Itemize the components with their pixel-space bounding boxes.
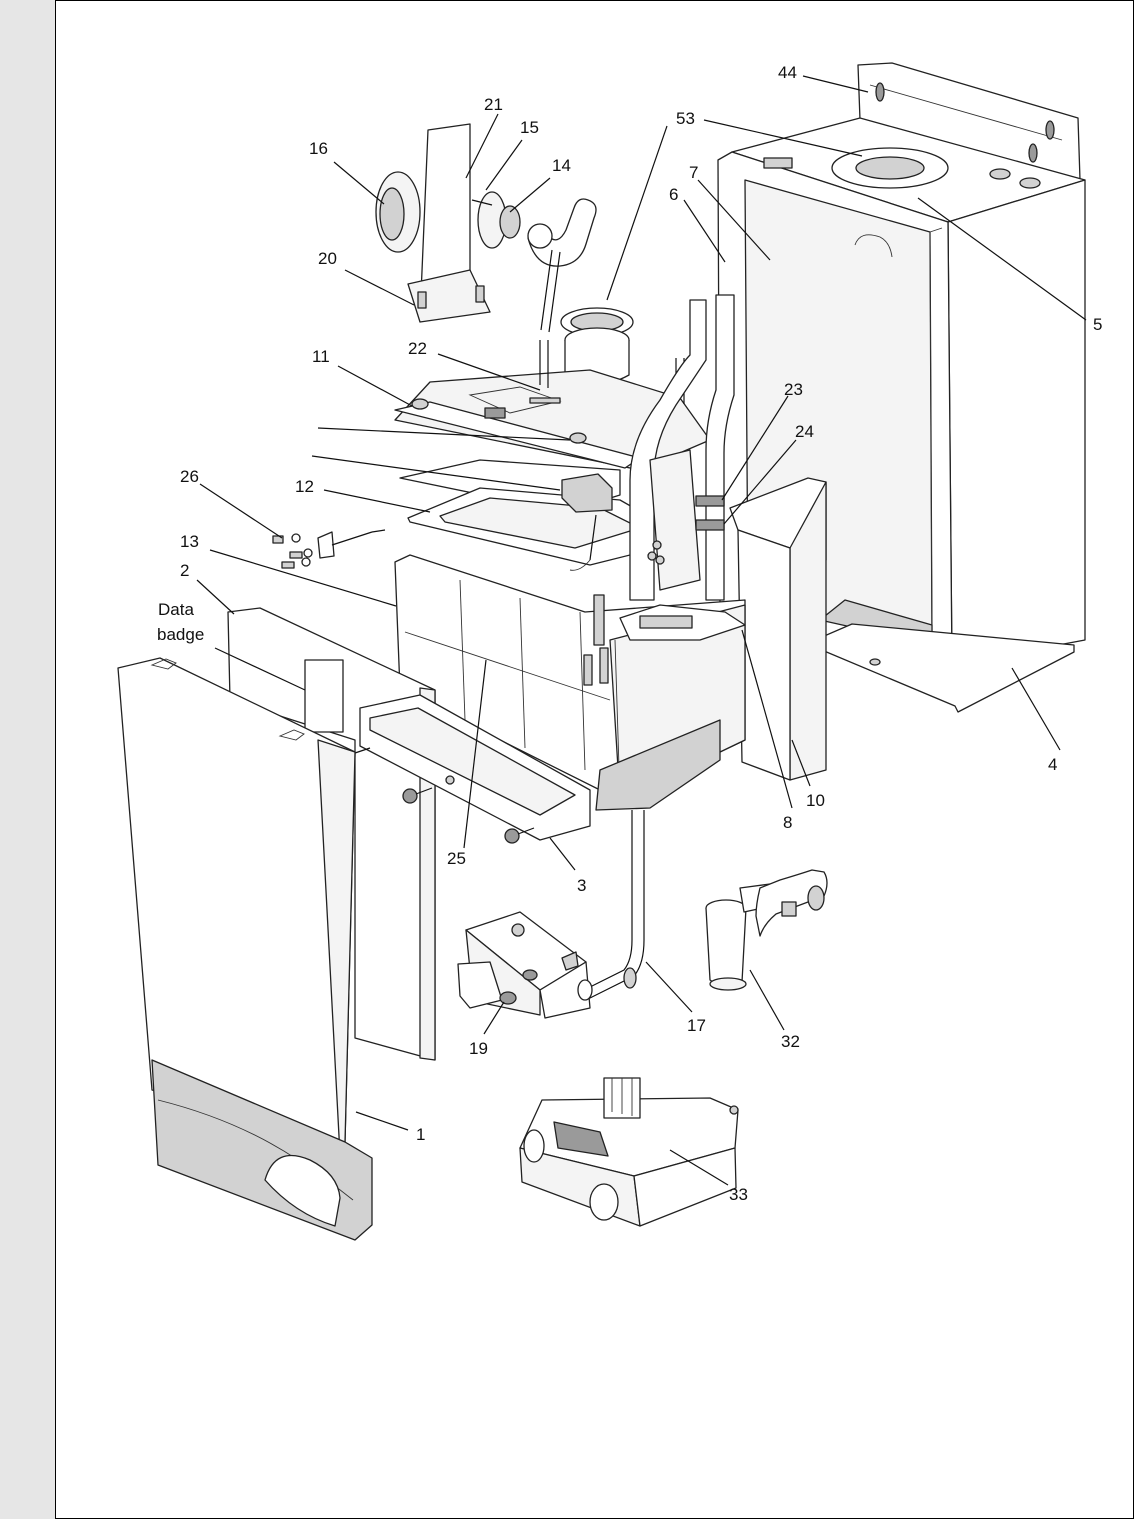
control-box <box>519 1077 739 1227</box>
label-26: 26 <box>180 467 199 486</box>
label-6: 6 <box>669 185 678 204</box>
label-20: 20 <box>318 249 337 268</box>
label-10: 10 <box>806 791 825 810</box>
label-7: 7 <box>689 163 698 182</box>
gas-connections <box>583 594 609 686</box>
part-labels: 44 21 15 53 16 14 7 6 20 5 11 22 23 24 2… <box>157 63 1102 1204</box>
label-16: 16 <box>309 139 328 158</box>
heat-exchanger <box>394 554 746 811</box>
label-11: 11 <box>312 347 330 366</box>
condensate-trap <box>705 869 828 991</box>
label-53: 53 <box>676 109 695 128</box>
mounting-bracket <box>359 694 591 841</box>
label-17: 17 <box>687 1016 706 1035</box>
spark-electrode <box>272 529 386 569</box>
page-side-strip <box>0 0 56 1519</box>
label-15: 15 <box>520 118 539 137</box>
label-data-badge-line1: Data <box>158 600 194 619</box>
pipe-clips <box>695 495 725 531</box>
combustion-chamber-cover <box>394 340 711 471</box>
label-3: 3 <box>577 876 586 895</box>
label-13: 13 <box>180 532 199 551</box>
label-1: 1 <box>416 1125 425 1144</box>
label-19: 19 <box>469 1039 488 1058</box>
label-32: 32 <box>781 1032 800 1051</box>
label-2: 2 <box>180 561 189 580</box>
outer-front-panel <box>117 657 373 1241</box>
label-33: 33 <box>729 1185 748 1204</box>
label-12: 12 <box>295 477 314 496</box>
leader-lines <box>196 75 1087 1186</box>
label-44: 44 <box>778 63 797 82</box>
label-22: 22 <box>408 339 427 358</box>
fan-assembly <box>375 123 597 333</box>
label-24: 24 <box>795 422 814 441</box>
label-25: 25 <box>447 849 466 868</box>
label-14: 14 <box>552 156 571 175</box>
label-21: 21 <box>484 95 503 114</box>
side-panel <box>729 477 827 781</box>
label-5: 5 <box>1093 315 1102 334</box>
label-4: 4 <box>1048 755 1057 774</box>
data-badge-plate <box>304 659 344 733</box>
ignition-unit <box>561 473 613 571</box>
label-data-badge-line2: badge <box>157 625 204 644</box>
bottom-panel <box>814 623 1075 713</box>
gas-valve <box>457 911 593 1019</box>
label-8: 8 <box>783 813 792 832</box>
label-23: 23 <box>784 380 803 399</box>
